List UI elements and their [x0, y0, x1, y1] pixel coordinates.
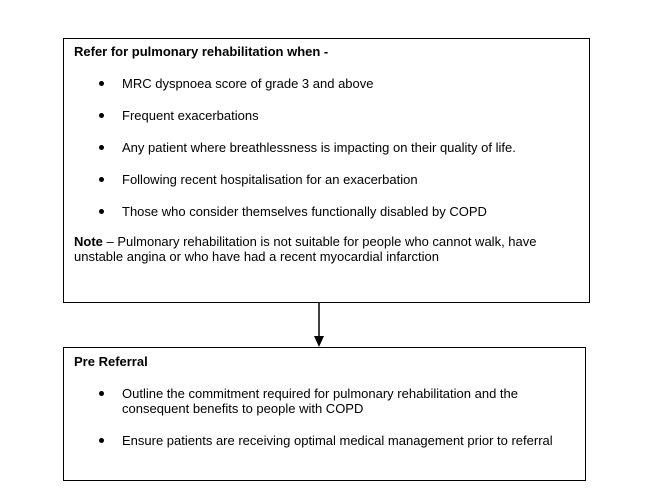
pre-referral-bullet-list: Outline the commitment required for pulm…	[74, 386, 575, 448]
bullet-frequent-exacerbations: Frequent exacerbations	[74, 108, 579, 123]
down-arrow-head	[314, 336, 324, 347]
bullet-quality-of-life: Any patient where breathlessness is impa…	[74, 140, 579, 155]
bullet-optimal-medical-management: Ensure patients are receiving optimal me…	[74, 433, 575, 448]
note-paragraph: Note – Pulmonary rehabilitation is not s…	[74, 234, 579, 264]
down-arrow	[314, 303, 324, 347]
pre-referral-title: Pre Referral	[74, 354, 148, 369]
pre-referral-box: Pre Referral Outline the commitment requ…	[63, 347, 586, 481]
note-text: – Pulmonary rehabilitation is not suitab…	[74, 234, 537, 264]
bullet-recent-hospitalisation: Following recent hospitalisation for an …	[74, 172, 579, 187]
referral-criteria-bullet-list: MRC dyspnoea score of grade 3 and above …	[74, 76, 579, 219]
bullet-outline-commitment: Outline the commitment required for pulm…	[74, 386, 575, 416]
note-label: Note	[74, 234, 103, 249]
bullet-mrc-dyspnoea-score: MRC dyspnoea score of grade 3 and above	[74, 76, 579, 91]
referral-criteria-title: Refer for pulmonary rehabilitation when …	[74, 44, 329, 59]
referral-criteria-box: Refer for pulmonary rehabilitation when …	[63, 38, 590, 303]
bullet-functionally-disabled: Those who consider themselves functional…	[74, 204, 579, 219]
